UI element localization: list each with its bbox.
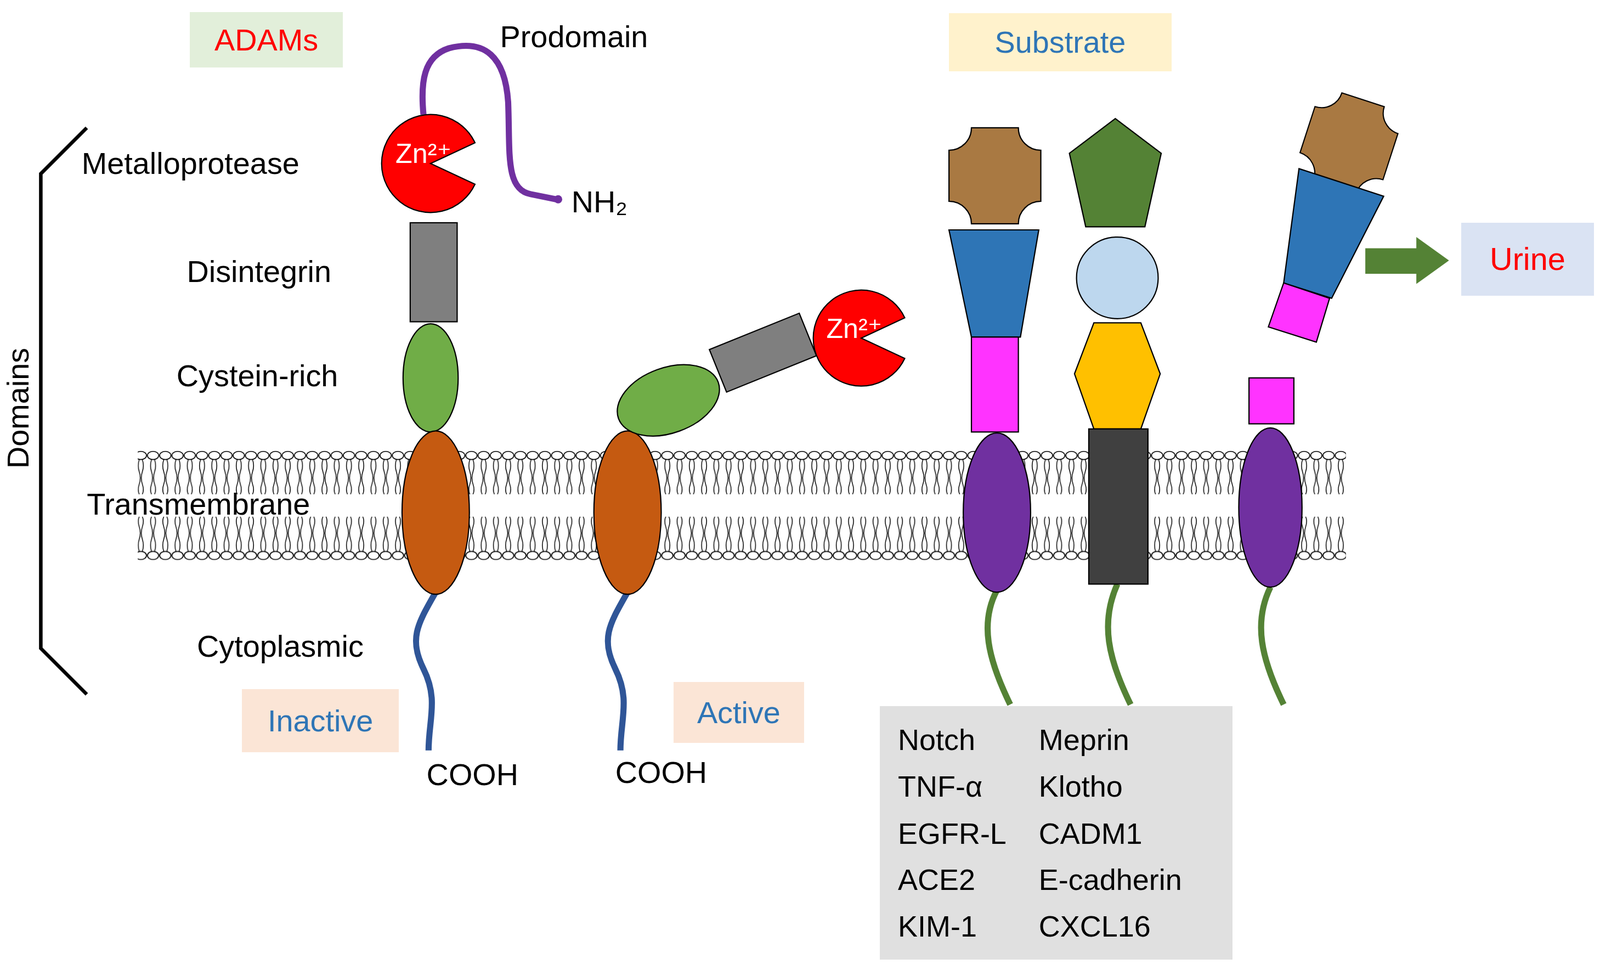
substrate-name: ACE2: [897, 863, 976, 896]
cleavage-stub: [1248, 377, 1294, 424]
substrate-domain: [1076, 236, 1159, 319]
substrate-transmembrane: [1238, 427, 1302, 587]
substrate-domain: [1069, 118, 1162, 227]
substrate-name: TNF-α: [897, 770, 983, 804]
domain-label: Cytoplasmic: [196, 629, 364, 663]
pacman-shape: [813, 289, 906, 386]
zinc-catalytic-site: Zn²⁺: [379, 112, 482, 215]
substrate-name: CADM1: [1038, 817, 1143, 850]
shed-stalk: [1268, 283, 1330, 343]
label-box: Active: [673, 681, 805, 744]
substrate-list-box: NotchTNF-αEGFR-L ACE2KIM-1 MeprinKlothoCAD…: [879, 705, 1234, 959]
substrate-name: KIM-1: [897, 910, 977, 943]
substrate-name: EGFR-L: [897, 817, 1007, 850]
domain-label: Metalloprotease: [81, 146, 300, 180]
terminus-label: COOH: [426, 757, 519, 791]
substrate-tail: [1107, 584, 1131, 705]
cytoplasmic-tail: [607, 591, 628, 750]
zinc-label: Zn²⁺: [395, 138, 452, 169]
box-label: Urine: [1489, 241, 1566, 277]
terminus-label: NH₂: [571, 185, 628, 219]
substrate-tail: [1261, 586, 1284, 705]
zinc-catalytic-site: Zn²⁺: [811, 287, 912, 388]
cysteine-rich-domain: [607, 351, 730, 450]
substrate-transmembrane: [1088, 428, 1149, 585]
substrate-ectodomain: [948, 127, 1041, 224]
substrate-name: E-cadherin: [1038, 863, 1183, 896]
label-box: Substrate: [948, 13, 1172, 72]
domain-label: Disintegrin: [186, 254, 332, 288]
box-label: Substrate: [994, 25, 1126, 59]
box-label: Inactive: [267, 703, 373, 738]
substrate-name: Klotho: [1038, 770, 1123, 804]
transmembrane-domain: [594, 430, 662, 595]
transmembrane-domain: [402, 430, 470, 595]
cytoplasmic-tail: [415, 591, 436, 750]
disintegrin-domain: [709, 313, 817, 393]
domain-label: Cystein-rich: [176, 358, 339, 393]
substrate-transmembrane: [963, 432, 1031, 592]
domain-label: Transmembrane: [86, 487, 310, 521]
domain-bracket: [40, 127, 87, 694]
release-arrow: [1365, 236, 1450, 285]
label-box: ADAMs: [189, 12, 343, 67]
cysteine-rich-domain: [403, 323, 459, 432]
substrate-name: Meprin: [1038, 723, 1130, 756]
substrate-domain: [1074, 322, 1161, 429]
pacman-shape: [381, 114, 476, 213]
substrate-name: Notch: [897, 723, 976, 756]
prodomain-end: [553, 195, 563, 204]
substrate-domain: [948, 229, 1039, 337]
cleavage-stalk: [971, 336, 1019, 432]
box-label: ADAMs: [214, 23, 319, 57]
substrate-name: CXCL16: [1038, 910, 1151, 943]
shed-domain: [1283, 168, 1384, 298]
domain-label: Prodomain: [500, 19, 649, 54]
disintegrin-domain: [410, 222, 458, 322]
label-box: Inactive: [241, 688, 399, 753]
lipid-bilayer: [137, 449, 1347, 562]
terminus-label: COOH: [615, 755, 708, 790]
label-box: Urine: [1461, 222, 1594, 297]
zinc-label: Zn²⁺: [826, 313, 883, 344]
axis-label: Domains: [1, 347, 36, 469]
substrate-tail: [987, 590, 1011, 705]
box-label: Active: [697, 695, 781, 729]
